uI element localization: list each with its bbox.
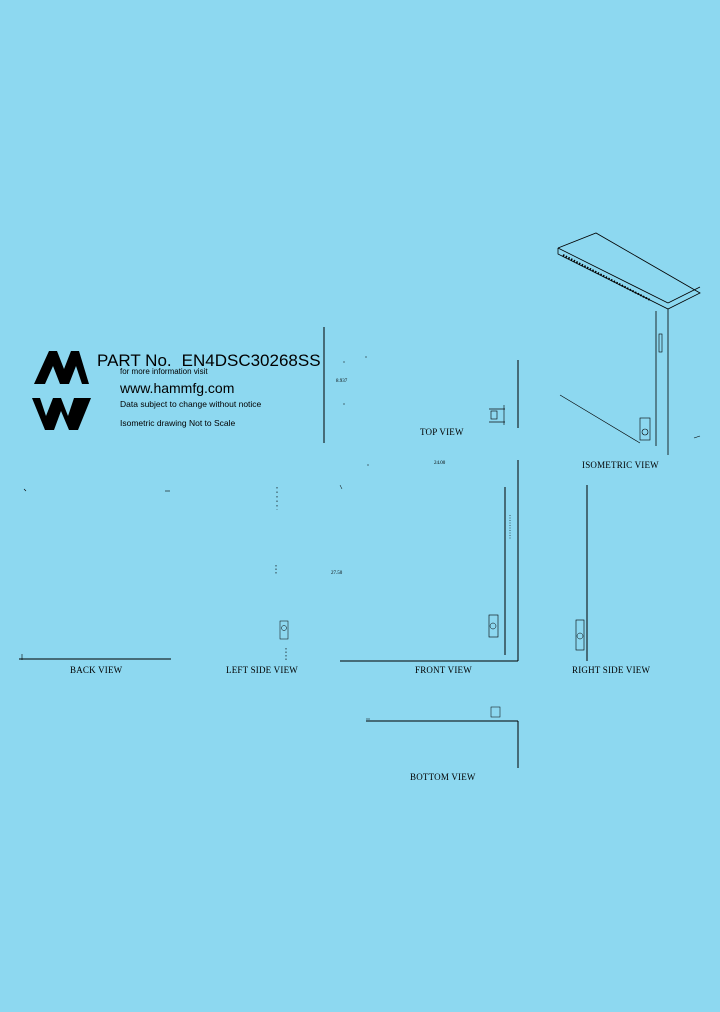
top-view-label: TOP VIEW (420, 427, 464, 437)
part-number: EN4DSC30268SS (181, 351, 321, 370)
isometric-view-label: ISOMETRIC VIEW (582, 460, 659, 470)
bottom-view-label: BOTTOM VIEW (410, 772, 476, 782)
front-view-drawing (339, 460, 519, 662)
brand-logo-icon (32, 351, 91, 430)
scale-note: Isometric drawing Not to Scale (120, 418, 236, 428)
bottom-view-drawing (366, 706, 519, 768)
part-number-heading: PART No. EN4DSC30268SS (97, 351, 321, 371)
right-side-view-drawing (575, 485, 588, 661)
front-view-label: FRONT VIEW (415, 665, 472, 675)
left-side-view-drawing (275, 487, 289, 660)
back-view-drawing (19, 488, 171, 660)
isometric-view-drawing (557, 232, 701, 455)
dimension-top-width: 24.00 (434, 461, 446, 466)
back-view-label: BACK VIEW (70, 665, 123, 675)
part-label: PART No. (97, 351, 172, 370)
left-side-view-label: LEFT SIDE VIEW (226, 665, 298, 675)
dimension-front-height: 27.50 (331, 571, 343, 576)
top-view-drawing (343, 356, 519, 428)
dimension-top-depth: 8.937 (336, 379, 348, 384)
info-line: for more information visit (120, 367, 208, 376)
disclaimer-text: Data subject to change without notice (120, 399, 262, 409)
website-link[interactable]: www.hammfg.com (120, 380, 235, 396)
right-side-view-label: RIGHT SIDE VIEW (572, 665, 651, 675)
